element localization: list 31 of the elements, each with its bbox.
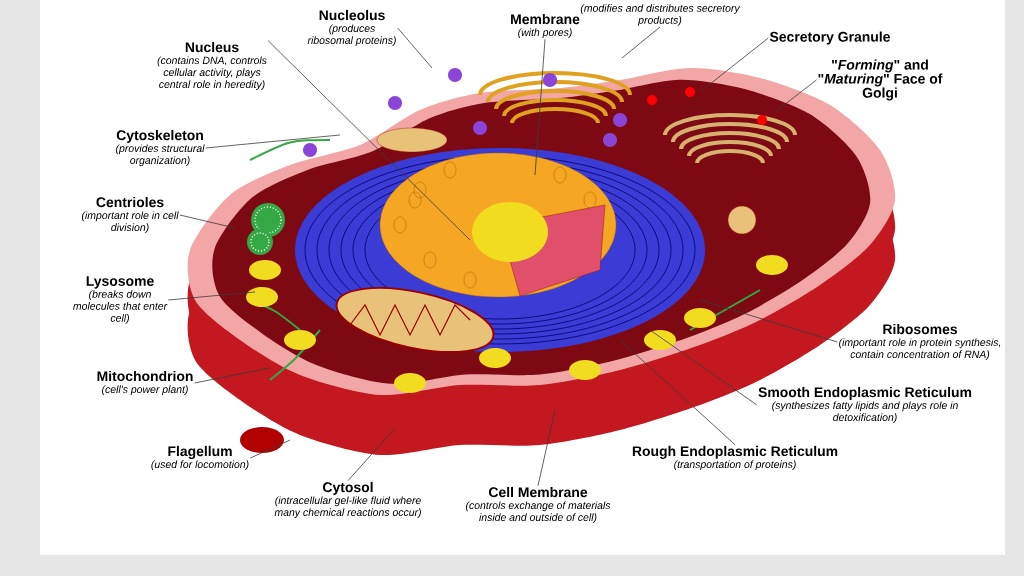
- leader-line: [534, 38, 546, 176]
- part-label: Lysosome (breaks down molecules that enter cell): [73, 276, 168, 324]
- leader-line: [649, 329, 758, 406]
- leader-line: [267, 40, 471, 241]
- leader-line: [774, 79, 817, 113]
- part-label: Cell Membrane (controls exchange of materials inside and outside of cell): [466, 486, 611, 524]
- leader-line: [167, 291, 256, 301]
- part-label: Mitochondrion (cell's power plant): [97, 370, 193, 396]
- part-label: Cytoskeleton (provides structural organization): [116, 129, 205, 167]
- part-label: Ribosomes (important role in protein synthesis, contain concentration of RNA): [839, 323, 1001, 361]
- leader-line: [179, 214, 236, 229]
- leader-line: [205, 134, 341, 149]
- leader-line: [347, 427, 396, 482]
- leader-line: [397, 27, 433, 69]
- part-label: Cytosol (intracellular gel-like fluid where many chemical reactions occur): [274, 481, 421, 519]
- leader-line: [621, 26, 661, 59]
- part-label: Nucleus (contains DNA, controls cellular activity, plays central role in heredity): [157, 41, 267, 91]
- part-label: Membrane (with pores): [511, 13, 580, 39]
- leader-line: [619, 339, 736, 446]
- leader-line: [537, 409, 556, 487]
- part-label: Centrioles (important role in cell division): [81, 196, 179, 234]
- part-label: "Forming" and "Maturing" Face of Golgi: [818, 59, 943, 101]
- part-label: Smooth Endoplasmic Reticulum (synthesizes fatty lipids and plays role in detoxification): [758, 386, 972, 424]
- part-label: (modifies and distributes secretory products): [580, 4, 741, 26]
- leader-line: [194, 367, 271, 384]
- part-label: Nucleolus (produces ribosomal proteins): [307, 9, 396, 47]
- part-label: Flagellum (used for locomotion): [151, 445, 249, 471]
- part-label: Secretory Granule: [769, 31, 890, 45]
- leader-line: [699, 37, 769, 93]
- leader-line: [249, 439, 291, 459]
- part-label: Rough Endoplasmic Reticulum (transportation of proteins): [632, 445, 838, 471]
